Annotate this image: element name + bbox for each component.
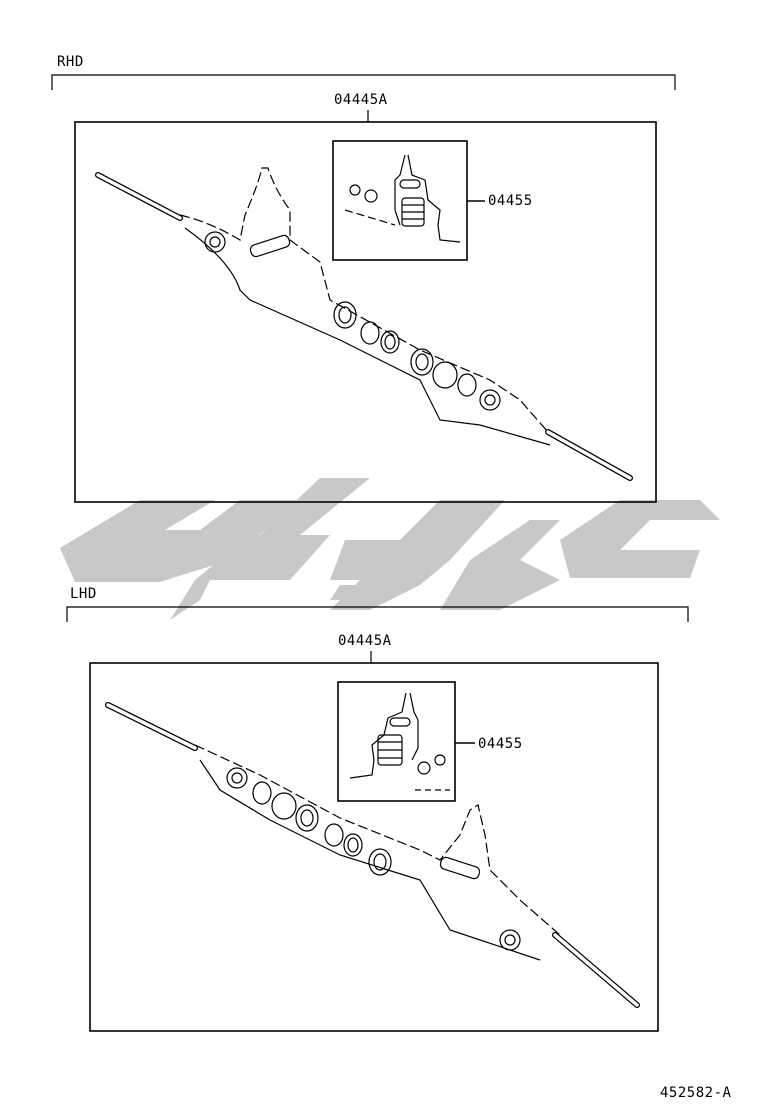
rhd-steering-rack xyxy=(95,167,633,481)
lhd-subkit-parts xyxy=(349,692,450,791)
rhd-assembly-box xyxy=(74,121,657,503)
lhd-bracket xyxy=(66,606,689,622)
rhd-subkit-part-number[interactable]: 04455 xyxy=(488,193,533,209)
rhd-section xyxy=(51,74,676,503)
rhd-subkit-parts xyxy=(344,154,461,243)
lhd-subkit-box xyxy=(337,681,456,802)
rhd-bracket xyxy=(51,74,676,90)
rhd-variant-label: RHD xyxy=(57,54,84,70)
rhd-subkit-box xyxy=(332,140,468,261)
lhd-assembly-box xyxy=(89,662,659,1032)
lhd-variant-label: LHD xyxy=(70,586,97,602)
lhd-assembly-part-number[interactable]: 04445A xyxy=(338,633,392,649)
lhd-subkit-part-number[interactable]: 04455 xyxy=(478,736,523,752)
diagram-id: 452582-A xyxy=(660,1085,732,1101)
lhd-steering-rack xyxy=(105,702,640,1008)
watermark-logo xyxy=(60,478,720,620)
lhd-section xyxy=(66,606,689,1032)
rhd-assembly-part-number[interactable]: 04445A xyxy=(334,92,388,108)
